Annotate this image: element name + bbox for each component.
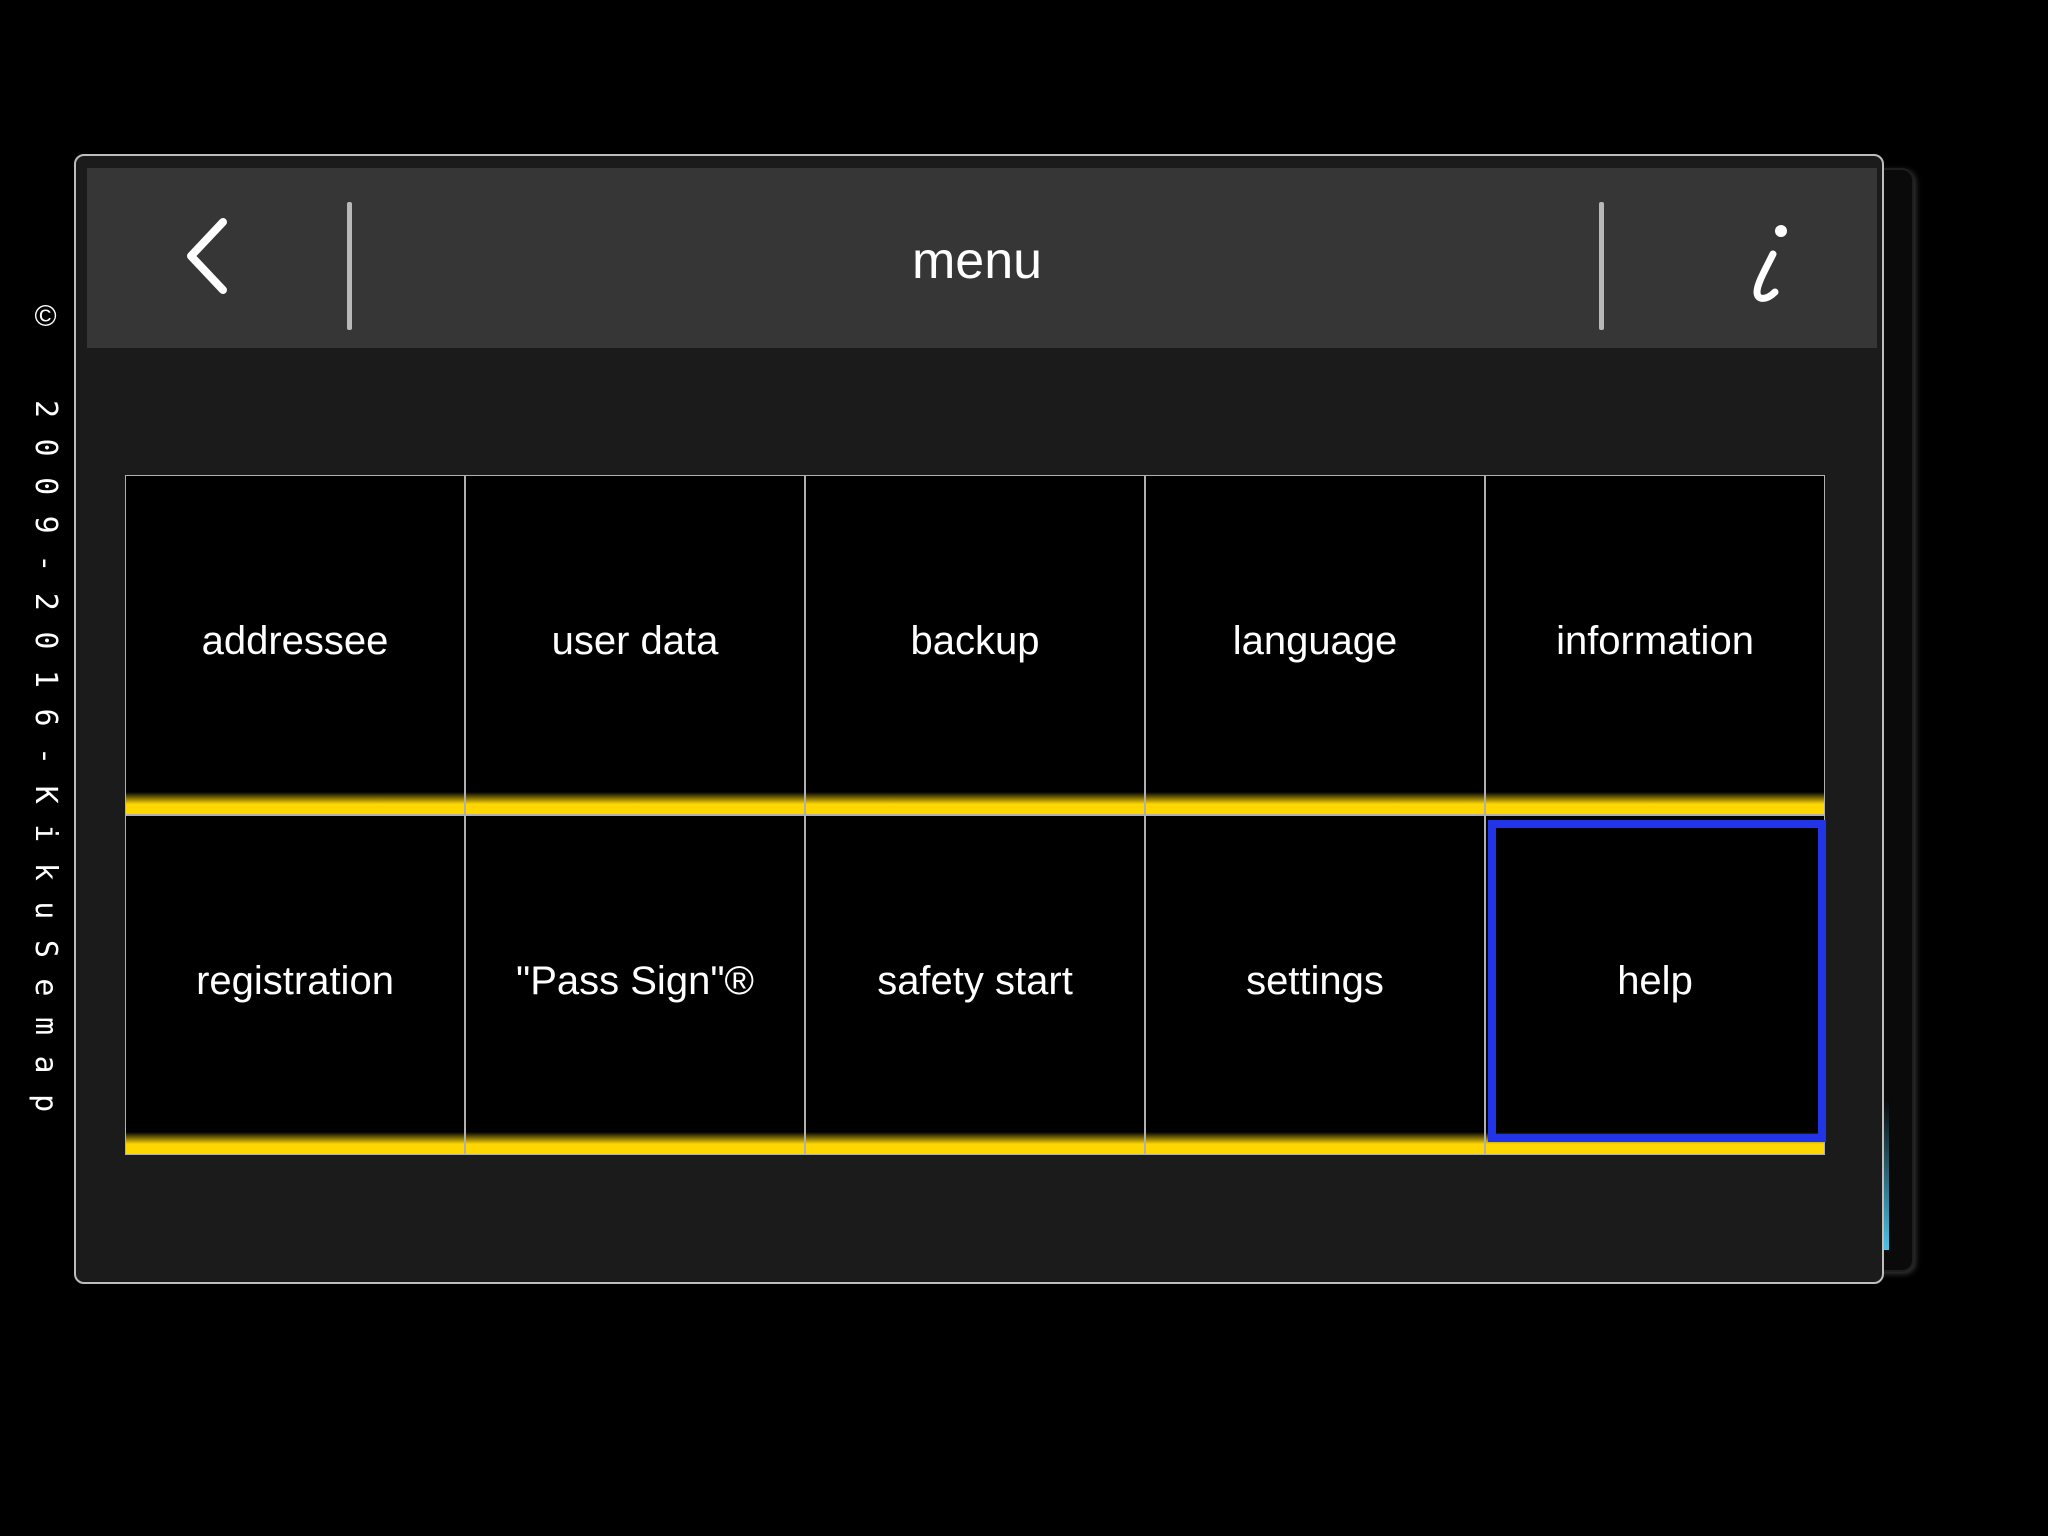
menu-tile-label: user data bbox=[551, 619, 719, 663]
tile-accent-bar bbox=[806, 792, 1144, 814]
menu-window: menu addressee user data backup bbox=[74, 154, 1884, 1284]
menu-tile-label: safety start bbox=[877, 959, 1073, 1003]
tile-accent-bar bbox=[466, 1132, 804, 1154]
menu-tile-label: "Pass Sign"® bbox=[516, 959, 754, 1003]
page-title: menu bbox=[911, 232, 1043, 290]
back-button[interactable] bbox=[87, 168, 349, 348]
menu-tile-backup[interactable]: backup bbox=[805, 475, 1145, 815]
tile-accent-bar bbox=[1486, 792, 1824, 814]
menu-tile-addressee[interactable]: addressee bbox=[125, 475, 465, 815]
menu-tile-pass-sign[interactable]: "Pass Sign"® bbox=[465, 815, 805, 1155]
copyright-notice: 2009-2016-KikuSemap bbox=[28, 400, 63, 1133]
menu-tile-safety-start[interactable]: safety start bbox=[805, 815, 1145, 1155]
menu-tile-label: language bbox=[1232, 619, 1398, 663]
menu-tile-label: help bbox=[1617, 959, 1693, 1003]
header-bar: menu bbox=[87, 168, 1877, 348]
tile-accent-bar bbox=[126, 1132, 464, 1154]
selection-focus-ring bbox=[1488, 820, 1826, 1142]
menu-tile-user-data[interactable]: user data bbox=[465, 475, 805, 815]
background-panel-accent bbox=[1884, 1100, 1889, 1250]
menu-grid: addressee user data backup language info… bbox=[125, 475, 1826, 1155]
menu-tile-help[interactable]: help bbox=[1485, 815, 1826, 1155]
menu-tile-registration[interactable]: registration bbox=[125, 815, 465, 1155]
tile-accent-bar bbox=[466, 792, 804, 814]
copyright-symbol: © bbox=[29, 300, 62, 333]
menu-tile-language[interactable]: language bbox=[1145, 475, 1485, 815]
menu-tile-label: settings bbox=[1246, 959, 1384, 1003]
header-separator-right bbox=[1599, 202, 1604, 330]
menu-tile-label: backup bbox=[910, 619, 1040, 663]
chevron-left-icon bbox=[187, 218, 227, 294]
info-icon bbox=[1753, 225, 1787, 302]
menu-tile-settings[interactable]: settings bbox=[1145, 815, 1485, 1155]
menu-tile-information[interactable]: information bbox=[1485, 475, 1825, 815]
menu-tile-label: information bbox=[1556, 619, 1754, 663]
tile-accent-bar bbox=[1146, 1132, 1484, 1154]
tile-accent-bar bbox=[806, 1132, 1144, 1154]
tile-accent-bar bbox=[126, 792, 464, 814]
tile-accent-bar bbox=[1146, 792, 1484, 814]
info-button[interactable] bbox=[1607, 168, 1877, 348]
header-separator-left bbox=[347, 202, 352, 330]
menu-tile-label: addressee bbox=[201, 619, 389, 663]
menu-tile-label: registration bbox=[196, 959, 394, 1003]
